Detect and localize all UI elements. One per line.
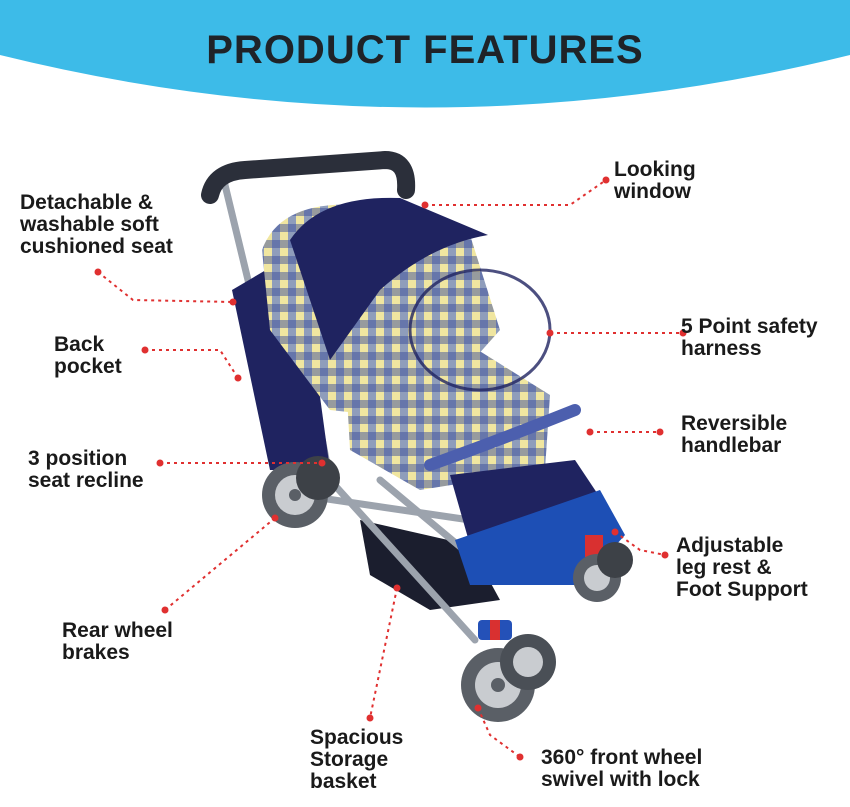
- leader-dots: [94, 176, 687, 761]
- tray-wheel-right: [597, 542, 633, 578]
- feature-safety-harness: 5 Point safety harness: [681, 315, 818, 360]
- feature-storage-basket: Spacious Storage basket: [310, 726, 404, 793]
- feature-reversible-handlebar: Reversible handlebar: [681, 412, 788, 457]
- feature-detachable-seat: Detachable & washable soft cushioned sea…: [20, 191, 173, 258]
- leader-looking-window: [425, 179, 607, 206]
- feature-rear-wheel-brakes: Rear wheel brakes: [62, 619, 173, 664]
- front-handlebar: [424, 404, 581, 471]
- feature-back-pocket: Back pocket: [54, 333, 122, 378]
- leader-rear-brakes: [164, 517, 276, 611]
- feature-seat-recline: 3 position seat recline: [28, 447, 144, 492]
- page-title: PRODUCT FEATURES: [206, 28, 644, 72]
- leader-detachable-seat: [97, 271, 234, 303]
- leader-leg-rest: [614, 531, 666, 556]
- leg-rest-lock: [585, 535, 603, 557]
- leader-front-swivel: [477, 707, 521, 758]
- feature-adjustable-leg-rest: Adjustable leg rest & Foot Support: [676, 534, 808, 601]
- front-wheel-right: [500, 634, 556, 690]
- swivel-lock-red: [490, 620, 500, 640]
- banner-background: [0, 0, 850, 108]
- canopy-top: [290, 197, 488, 360]
- rear-wheel-right: [296, 456, 340, 500]
- stroller-handlebar: [201, 150, 416, 204]
- leader-lines: [97, 179, 683, 758]
- stroller-seat: [345, 345, 550, 490]
- feature-front-wheel-swivel: 360° front wheel swivel with lock: [541, 746, 703, 791]
- leader-back-pocket: [145, 349, 239, 379]
- header-banner: PRODUCT FEATURES: [0, 0, 850, 130]
- feature-looking-window: Looking window: [614, 158, 696, 203]
- leader-storage-basket: [369, 587, 398, 719]
